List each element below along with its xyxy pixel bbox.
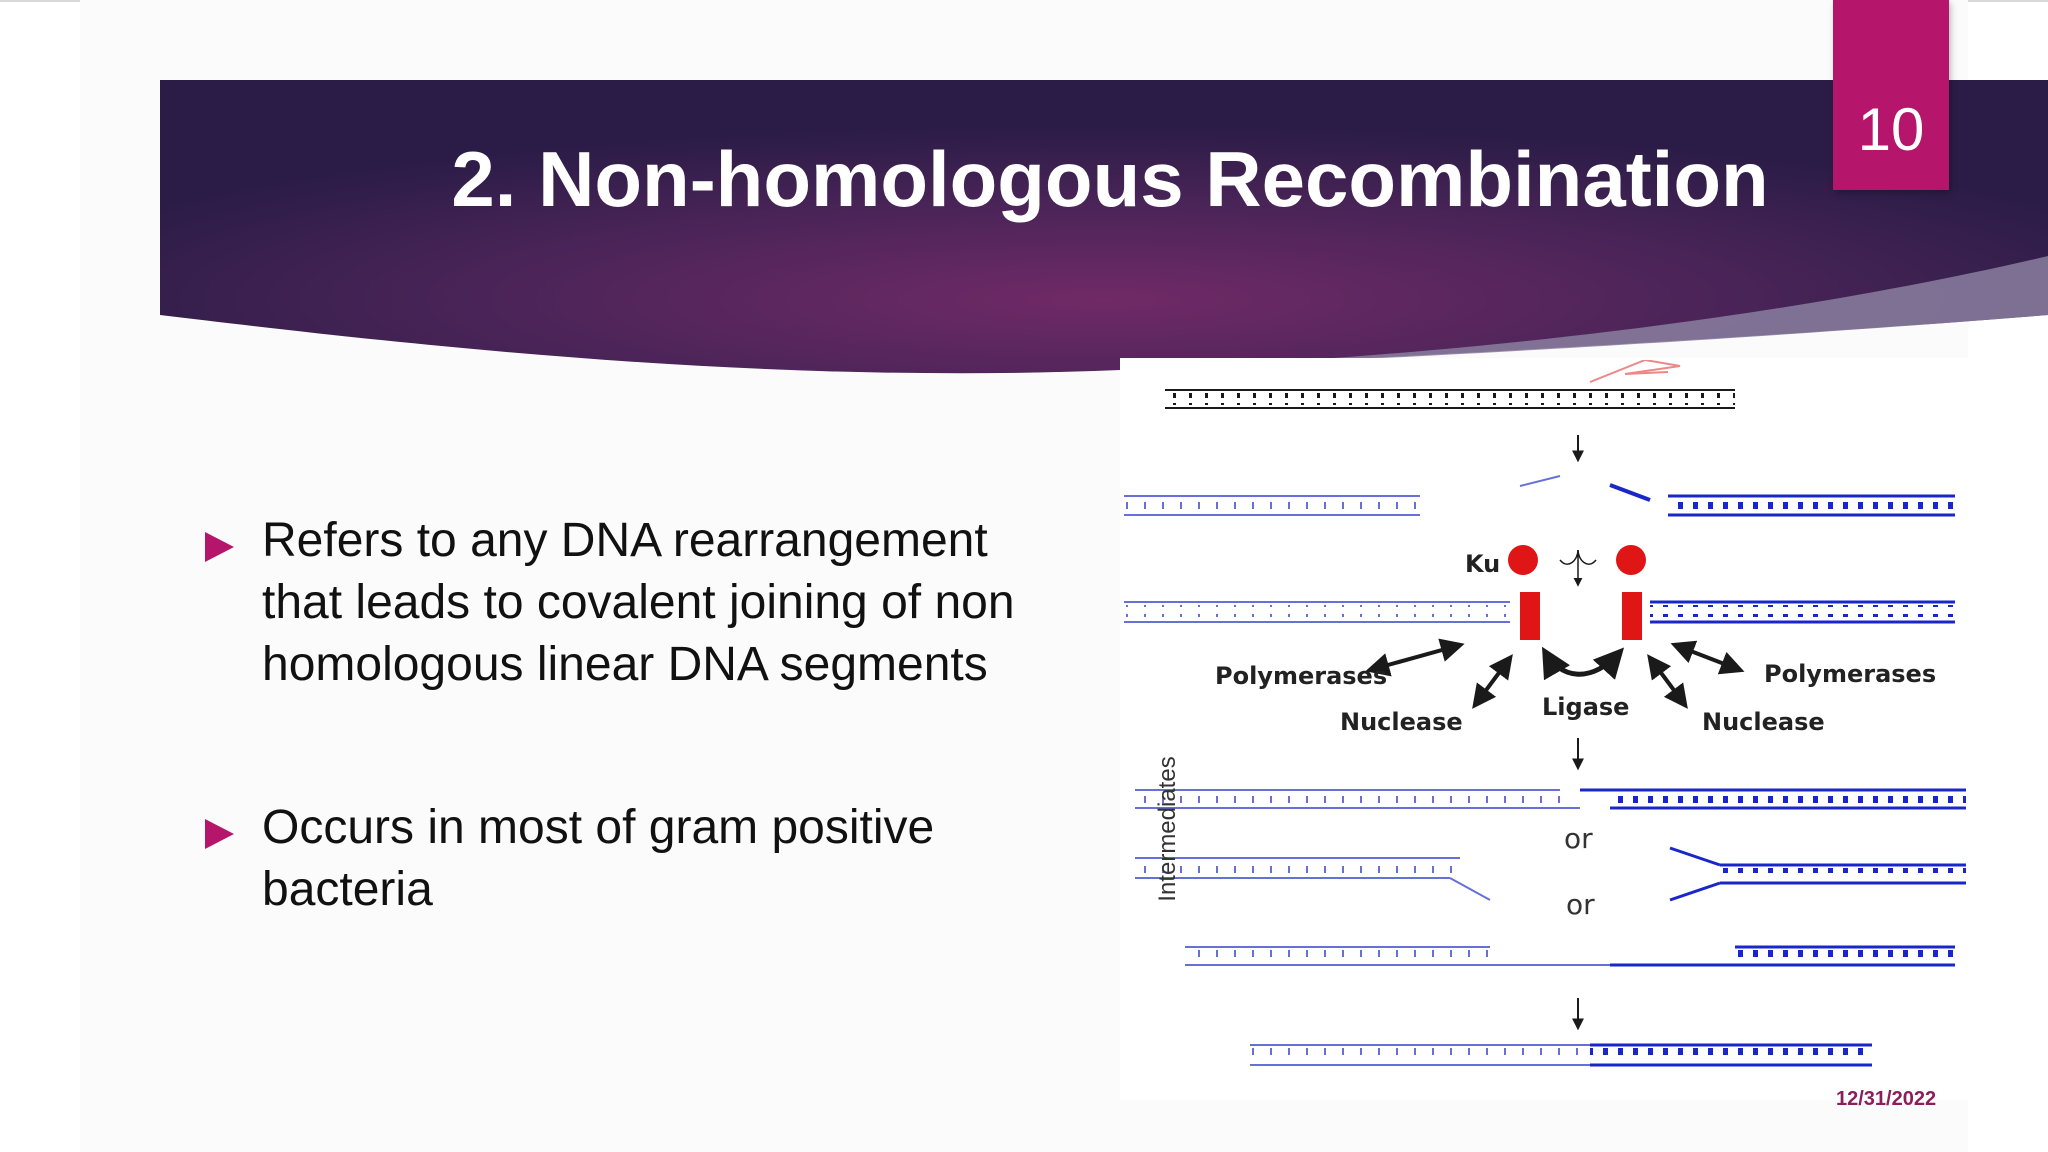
ligase-label: Ligase bbox=[1542, 693, 1630, 721]
slide-title: 2. Non-homologous Recombination bbox=[451, 135, 1769, 223]
nuclease-left-label: Nuclease bbox=[1340, 708, 1463, 736]
polymerases-left-label: Polymerases bbox=[1215, 662, 1388, 690]
triangle-bullet-icon bbox=[205, 532, 234, 562]
intermediates-label: Intermediates bbox=[1154, 756, 1181, 902]
or-label: or bbox=[1564, 822, 1593, 855]
nhej-diagram-svg bbox=[1124, 360, 1966, 1067]
nuclease-right-label: Nuclease bbox=[1702, 708, 1825, 736]
ku-label: Ku bbox=[1465, 550, 1501, 578]
slide-date: 12/31/2022 bbox=[1836, 1088, 1937, 1110]
ku-protein-icon bbox=[1508, 545, 1538, 575]
triangle-bullet-icon bbox=[205, 819, 234, 849]
nhej-diagram: Ku Polymerases Polymerases Nuclease Nucl… bbox=[1120, 360, 2000, 1100]
polymerases-right-label: Polymerases bbox=[1764, 660, 1937, 688]
bullet-item: Refers to any DNA rearrangement that lea… bbox=[205, 510, 1015, 696]
break-icon bbox=[1589, 360, 1681, 383]
slide-number: 10 bbox=[1833, 0, 1949, 190]
bullet-item: Occurs in most of gram positive bacteria bbox=[205, 797, 934, 921]
slide: 10 2. Non-homologous Recombination Refer… bbox=[80, 0, 2048, 1152]
bullet-text: Occurs in most of gram positive bacteria bbox=[262, 801, 935, 916]
or-label: or bbox=[1566, 888, 1595, 921]
bullet-text: Refers to any DNA rearrangement that lea… bbox=[262, 514, 1015, 691]
ku-protein-icon bbox=[1616, 545, 1646, 575]
